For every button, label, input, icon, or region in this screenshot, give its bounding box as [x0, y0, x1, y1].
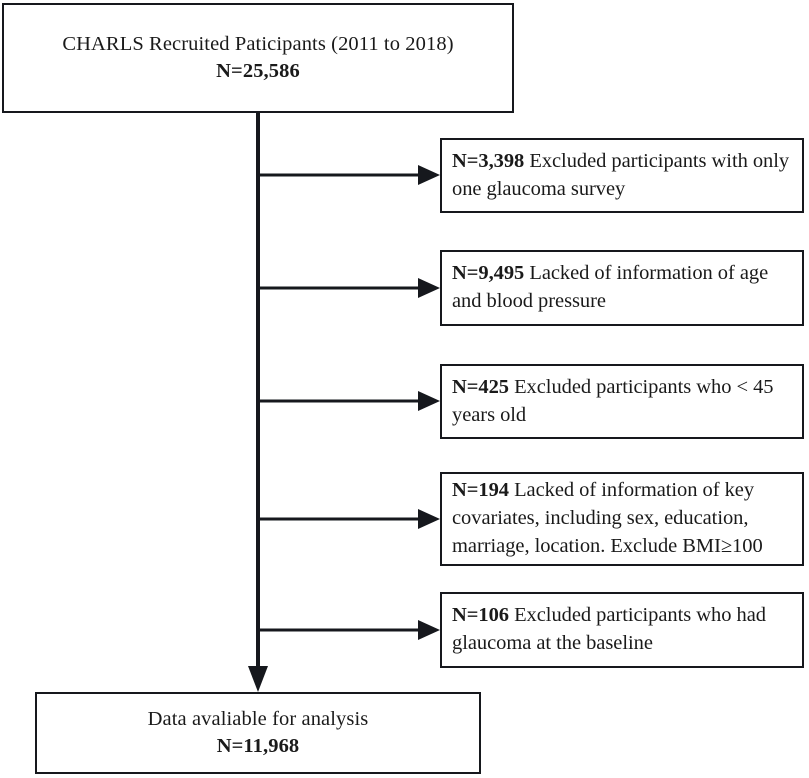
exclusion-5-count: N=106: [452, 604, 509, 627]
branch-arrowhead-5: [418, 620, 440, 640]
branch-arrowhead-4: [418, 509, 440, 529]
exclusion-1-text: N=3,398 Excluded participants with only …: [452, 148, 794, 204]
exclusion-1-count: N=3,398: [452, 149, 525, 172]
exclusion-2-text: N=9,495 Lacked of information of age and…: [452, 260, 794, 316]
node-exclusion-4: N=194 Lacked of information of key covar…: [440, 472, 804, 566]
exclusion-3-reason: Excluded participants who < 45 years old: [452, 375, 774, 426]
branch-arrowhead-1: [418, 165, 440, 185]
node-exclusion-2: N=9,495 Lacked of information of age and…: [440, 250, 804, 326]
node-recruited-participants: CHARLS Recruited Paticipants (2011 to 20…: [2, 3, 514, 113]
node-exclusion-5: N=106 Excluded participants who had glau…: [440, 592, 804, 668]
exclusion-2-reason: Lacked of information of age and blood p…: [452, 262, 769, 312]
node-final-analysis-sample: Data avaliable for analysis N=11,968: [35, 692, 481, 774]
exclusion-2-count: N=9,495: [452, 262, 525, 285]
node-exclusion-1: N=3,398 Excluded participants with only …: [440, 138, 804, 213]
exclusion-5-text: N=106 Excluded participants who had glau…: [452, 602, 794, 658]
node-exclusion-3: N=425 Excluded participants who < 45 yea…: [440, 364, 804, 439]
exclusion-4-reason: Lacked of information of key covariates,…: [452, 479, 763, 557]
exclusion-4-text: N=194 Lacked of information of key covar…: [452, 477, 794, 561]
branch-arrowhead-2: [418, 278, 440, 298]
trunk-arrowhead: [248, 666, 268, 692]
branch-arrowhead-3: [418, 391, 440, 411]
exclusion-4-count: N=194: [452, 479, 509, 502]
final-sample-count: N=11,968: [216, 735, 300, 757]
recruited-participants-label: CHARLS Recruited Paticipants (2011 to 20…: [62, 33, 454, 56]
exclusion-5-reason: Excluded participants who had glaucoma a…: [452, 604, 766, 654]
exclusion-1-reason: Excluded participants with only one glau…: [452, 149, 790, 200]
exclusion-3-count: N=425: [452, 375, 509, 398]
recruited-participants-count: N=25,586: [216, 60, 300, 82]
exclusion-3-text: N=425 Excluded participants who < 45 yea…: [452, 374, 794, 430]
final-sample-label: Data avaliable for analysis: [147, 708, 369, 731]
